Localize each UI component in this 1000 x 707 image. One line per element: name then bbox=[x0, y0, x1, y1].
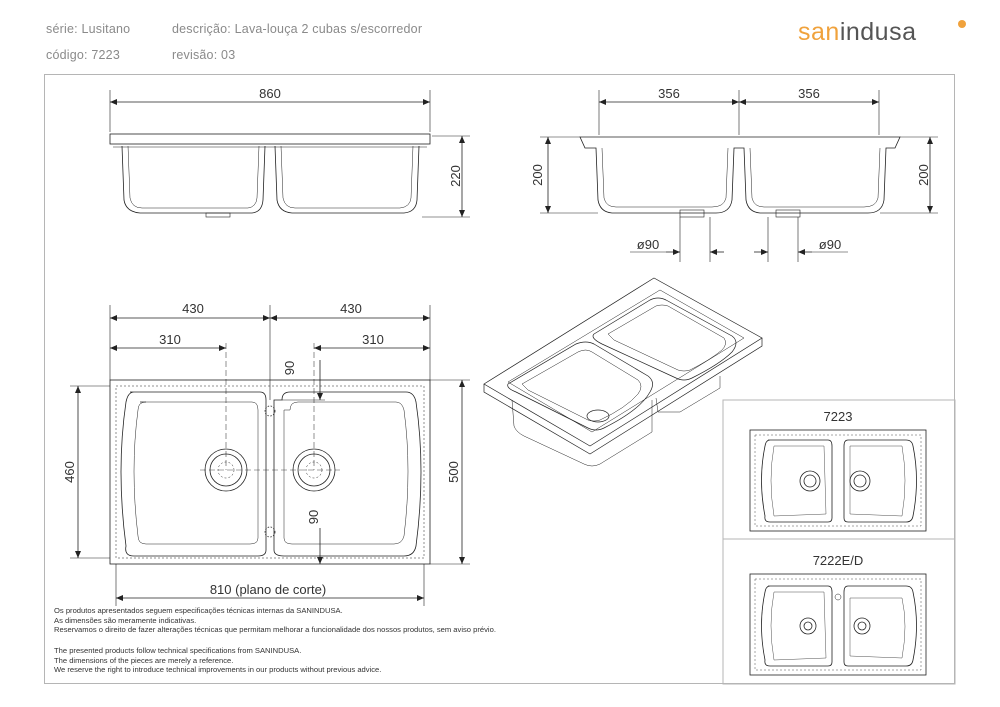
descricao-label: descrição: Lava-louça 2 cubas s/escorred… bbox=[172, 22, 423, 36]
drawing-frame bbox=[44, 74, 955, 684]
dim-depth-inner: 460 bbox=[62, 461, 77, 483]
plan-view bbox=[70, 305, 470, 606]
dim-side-height-left: 200 bbox=[530, 164, 545, 186]
dim-top-height: 220 bbox=[448, 165, 463, 187]
dim-top-width: 860 bbox=[259, 86, 281, 101]
variant-code-1: 7223 bbox=[824, 409, 853, 424]
dim-side-bowl-right: 356 bbox=[798, 86, 820, 101]
variant-panels bbox=[722, 399, 956, 685]
dimension-labels: 860 220 356 356 200 200 ø90 ø90 430 430 … bbox=[62, 86, 931, 597]
note-pt-1: Os produtos apresentados seguem especifi… bbox=[54, 606, 343, 615]
dim-depth-outer: 500 bbox=[446, 461, 461, 483]
note-en-3: We reserve the right to introduce techni… bbox=[54, 665, 382, 675]
variant-code-2: 7222E/D bbox=[813, 553, 864, 568]
dim-side-height-right: 200 bbox=[916, 164, 931, 186]
dim-drain-left: ø90 bbox=[637, 237, 659, 252]
dim-side-bowl-left: 356 bbox=[658, 86, 680, 101]
dim-inner-left: 310 bbox=[159, 332, 181, 347]
dim-drain-right: ø90 bbox=[819, 237, 841, 252]
dim-offset-top: 90 bbox=[282, 361, 297, 375]
revisao-label: revisão: 03 bbox=[172, 48, 236, 62]
codigo-label: código: 7223 bbox=[46, 48, 120, 62]
note-en-2: The dimensions of the pieces are merely … bbox=[54, 655, 234, 665]
logo-dot-icon bbox=[958, 20, 966, 28]
side-view bbox=[540, 90, 938, 262]
notes-english: The presented products follow technical … bbox=[54, 646, 381, 675]
notes-portuguese: Os produtos apresentados seguem especifi… bbox=[54, 606, 496, 635]
note-pt-3: Reservamos o direito de fazer alterações… bbox=[54, 625, 496, 635]
front-view bbox=[109, 90, 470, 218]
serie-label: série: Lusitano bbox=[46, 22, 131, 36]
dim-offset-bottom: 90 bbox=[306, 510, 321, 524]
isometric-view bbox=[483, 277, 763, 467]
dim-cut-width: 810 (plano de corte) bbox=[210, 582, 326, 597]
dim-half-right: 430 bbox=[340, 301, 362, 316]
dim-half-left: 430 bbox=[182, 301, 204, 316]
dim-inner-right: 310 bbox=[362, 332, 384, 347]
note-en-1: The presented products follow technical … bbox=[54, 646, 302, 655]
note-pt-2: As dimensões são meramente indicativas. bbox=[54, 615, 197, 625]
sanindusa-logo: sanindusa bbox=[798, 18, 917, 46]
